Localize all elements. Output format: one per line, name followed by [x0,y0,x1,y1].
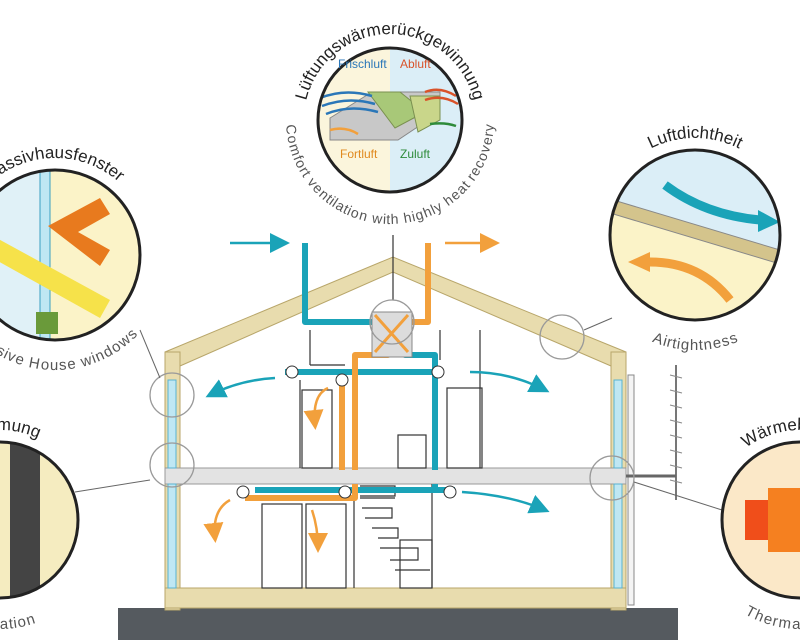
interior-outlines [261,235,483,589]
detail-ventilation: Frischluft Abluft Fortluft Zuluft [316,46,464,194]
staircase [360,485,430,571]
supply-air-label: Zuluft [400,147,431,161]
detail-ring [0,440,80,600]
detail-airtightness [608,148,782,322]
ground-slab [164,587,627,609]
airtightness-title: Luftdichtheit [645,123,746,152]
detail-insulation [0,440,80,600]
detail-ring [316,46,464,194]
detail-ring [608,148,782,322]
window-right-lower [613,483,623,589]
detail-ring [0,168,142,342]
heat-recovery-unit [371,311,413,358]
detail-locators [149,299,635,501]
detail-ring [720,440,800,600]
airflow-arrows [203,233,550,553]
window-left-upper [167,379,177,469]
thermal-bridge-subtitle: Thermal-bridge [743,602,800,633]
house [74,233,723,640]
window-right-upper [613,379,623,469]
leader-lines [74,317,723,511]
detail-windows [0,168,142,342]
ground [118,608,678,640]
fresh-air-label: Frischluft [338,57,387,71]
duct-outlets [236,365,457,499]
floor-slab [164,467,627,485]
insulation-title: Dämmung [0,415,44,442]
balcony-slats [669,374,683,484]
outgoing-air-label: Fortluft [340,147,378,161]
airtightness-subtitle: Airtightness [650,329,739,354]
window-left-lower [167,483,177,589]
exhaust-air-label: Abluft [400,57,431,71]
detail-thermal-bridge [720,440,800,600]
insulation-subtitle: Insulation [0,610,37,633]
